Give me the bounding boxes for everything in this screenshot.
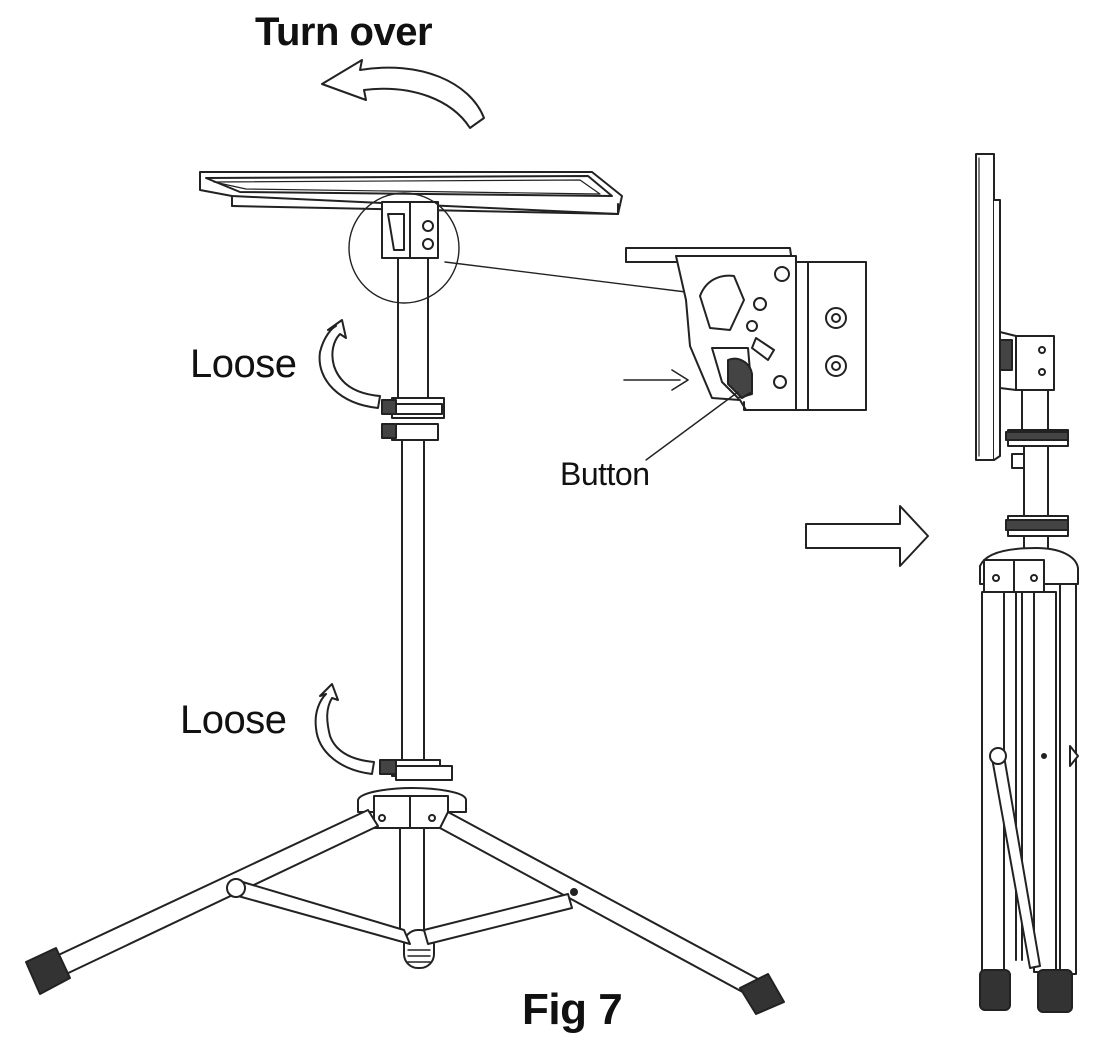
folded-stand <box>976 154 1078 1012</box>
figure-caption: Fig 7 <box>522 985 623 1034</box>
lower-clamp <box>380 760 452 780</box>
loose-label-bottom: Loose <box>180 698 287 742</box>
tripod-hub <box>358 788 466 828</box>
loose-label-top: Loose <box>190 342 297 386</box>
loose-arrow-top <box>320 320 380 408</box>
tripod-leg-left <box>26 810 378 994</box>
tilt-head <box>349 193 459 303</box>
detail-leader-line <box>445 262 686 292</box>
middle-pole <box>402 440 424 760</box>
upper-clamp <box>382 398 444 440</box>
upper-pole <box>398 258 428 398</box>
leg-braces <box>227 879 577 944</box>
button-pointer-arrow <box>624 366 690 394</box>
button-detail-inset <box>626 248 866 410</box>
tripod-leg-right <box>440 812 784 1014</box>
turn-over-arrow <box>322 60 484 128</box>
transition-arrow <box>806 506 928 566</box>
loose-arrow-bottom <box>316 684 374 774</box>
button-label: Button <box>560 456 650 492</box>
button-leader-line <box>646 392 738 460</box>
center-column <box>400 828 434 968</box>
turn-over-label: Turn over <box>255 10 433 54</box>
